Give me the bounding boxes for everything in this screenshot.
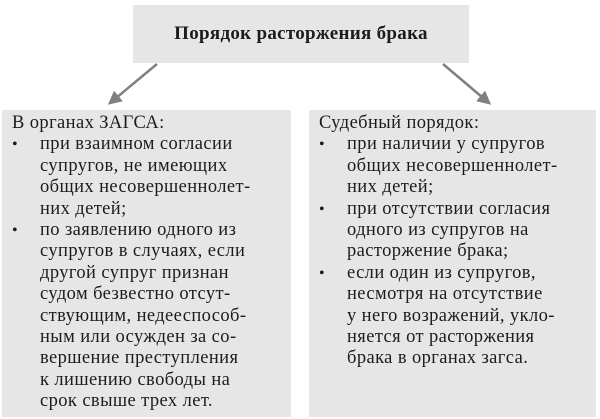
list-item: • при взаимном согласии супругов, не име… [12,134,287,220]
list-item: • если один из супругов, несмотря на отс… [319,263,592,370]
arrow-right-icon [442,63,492,105]
bullet-icon: • [12,136,19,154]
bullet-icon: • [319,200,326,218]
court-box-heading: Судебный порядок: [319,113,480,133]
list-item: • по заявлению одного из супругов в случ… [12,220,287,413]
list-item-text: если один из супругов, несмотря на отсут… [347,262,555,369]
zags-box-heading: В органах ЗАГСА: [12,113,165,133]
bullet-icon: • [12,222,19,240]
list-item: • при отсутствии согласия одного из супр… [319,199,592,263]
court-bullet-list: • при наличии у супругов общих несоверше… [319,134,592,369]
list-item-text: при отсутствии согласия одного из супруг… [347,198,551,262]
list-item-text: при наличии у супругов общих несовершенн… [347,134,558,198]
zags-bullet-list: • при взаимном согласии супругов, не име… [12,134,287,412]
title-text: Порядок расторжения брака [174,23,428,44]
title-box: Порядок расторжения брака [133,5,469,63]
bullet-icon: • [319,136,326,154]
zags-box: В органах ЗАГСА: • при взаимном согласии… [2,110,291,417]
arrow-left-icon [107,63,158,105]
bullet-icon: • [319,264,326,282]
list-item-text: при взаимном согласии супругов, не имеющ… [40,134,251,219]
list-item: • при наличии у супругов общих несоверше… [319,134,592,198]
court-box: Судебный порядок: • при наличии у супруг… [309,110,596,417]
list-item-text: по заявлению одного из супругов в случая… [40,220,247,412]
